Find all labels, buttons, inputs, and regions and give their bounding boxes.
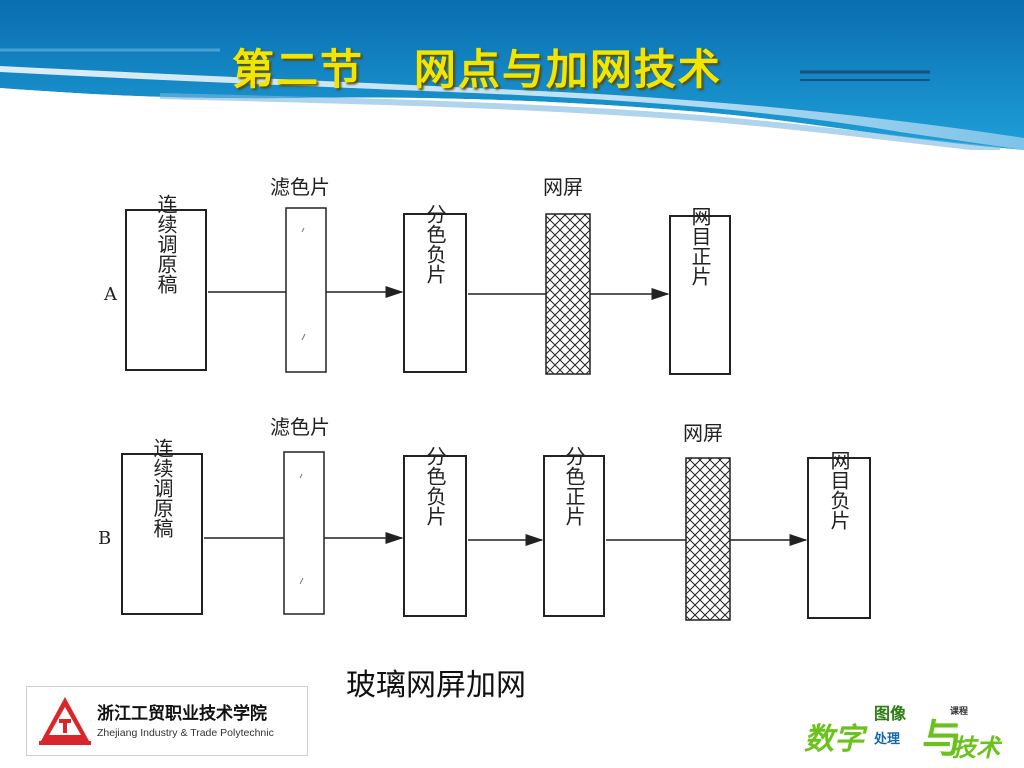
row-a-label: A: [103, 284, 118, 305]
slide-title: 第二节 网点与加网技术: [232, 45, 722, 94]
course-brand-logo: 数字 图像 处理 与 课程 技术: [800, 700, 1010, 762]
row-a-filter-label: 滤色片: [270, 175, 330, 199]
row-b-negative-box: [403, 455, 467, 617]
row-b-result-text: 网目负片: [827, 450, 851, 530]
row-a-original-text: 连续调原稿: [154, 194, 178, 295]
row-b-negative-text: 分色负片: [423, 446, 447, 526]
row-a-filter-strip: [285, 207, 327, 373]
row-b-result-box: [807, 457, 871, 619]
row-a-filter-mark-2: [301, 333, 306, 341]
row-a-screen-label: 网屏: [543, 175, 583, 199]
row-a-original-box: [125, 209, 207, 371]
header-wave-background: [0, 0, 1024, 150]
brand-part-6: 技术: [952, 734, 1000, 762]
slide-header: 第二节 网点与加网技术: [0, 0, 1024, 150]
row-b-screen-label: 网屏: [683, 421, 723, 445]
school-emblem-icon: [39, 697, 91, 745]
row-a-negative-text: 分色负片: [423, 204, 447, 284]
row-a-filter-mark-1: [301, 227, 305, 233]
brand-part-5: 课程: [950, 707, 969, 717]
row-a-result-box: [669, 215, 731, 375]
row-b-filter-mark-1: [299, 473, 303, 479]
brand-part-4: 与: [922, 716, 962, 762]
row-b-filter-label: 滤色片: [270, 415, 330, 439]
row-b-positive-text: 分色正片: [562, 446, 586, 526]
row-a-result-text: 网目正片: [688, 206, 712, 286]
school-name-cn: 浙江工贸职业技术学院: [97, 704, 267, 724]
brand-part-1: 数字: [804, 722, 864, 757]
row-b-original-text: 连续调原稿: [150, 438, 174, 539]
diagram-caption: 玻璃网屏加网: [346, 668, 526, 703]
school-name-en: Zhejiang Industry & Trade Polytechnic: [97, 727, 274, 739]
brand-part-2: 图像: [874, 704, 907, 723]
row-a-halftone-screen: [545, 213, 591, 375]
row-b-filter-mark-2: [299, 577, 304, 585]
row-a-negative-box: [403, 213, 467, 373]
school-logo: 浙江工贸职业技术学院 Zhejiang Industry & Trade Pol…: [26, 686, 308, 756]
row-b-filter-strip: [283, 451, 325, 615]
row-b-original-box: [121, 453, 203, 615]
row-b-label: B: [98, 528, 111, 549]
brand-part-3: 处理: [874, 732, 901, 747]
row-b-halftone-screen: [685, 457, 731, 621]
row-b-positive-box: [543, 455, 605, 617]
